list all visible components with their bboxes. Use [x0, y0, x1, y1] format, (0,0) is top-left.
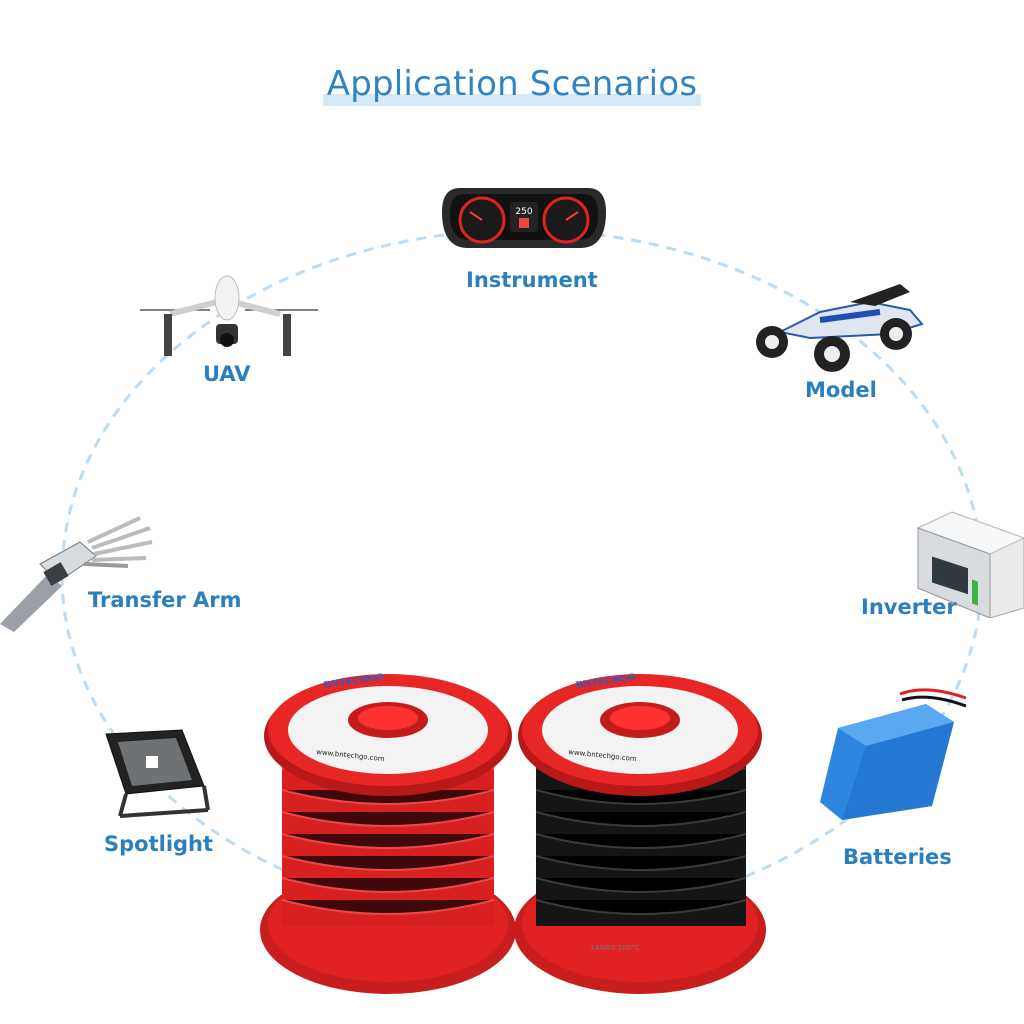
inverter-label: Inverter: [861, 595, 957, 619]
battery-pack-icon: [820, 688, 967, 820]
wire-spools-image: BNTECHGO www.bntechgo.com BNTECHGO www.b…: [260, 673, 766, 994]
black-spool: BNTECHGO www.bntechgo.com 14AWG 200°C: [514, 673, 766, 994]
svg-text:250: 250: [515, 207, 532, 217]
rc-car-icon: [756, 284, 924, 372]
transfer-arm-label: Transfer Arm: [88, 588, 242, 612]
dashboard-instrument-icon: 250: [442, 188, 606, 248]
instrument-label: Instrument: [466, 268, 598, 292]
inverter-icon: [916, 511, 1024, 618]
red-spool: BNTECHGO www.bntechgo.com: [260, 673, 516, 994]
model-label: Model: [805, 378, 877, 402]
batteries-label: Batteries: [843, 845, 952, 869]
spotlight-label: Spotlight: [104, 832, 214, 856]
robotic-arm-icon: [0, 516, 153, 632]
black-wire-print: 14AWG 200°C: [590, 944, 640, 952]
floodlight-icon: [105, 729, 210, 818]
page-title: Application Scenarios: [322, 64, 702, 106]
uav-label: UAV: [203, 362, 251, 386]
page-title-wrap: Application Scenarios: [0, 64, 1024, 106]
drone-icon: [140, 275, 318, 356]
